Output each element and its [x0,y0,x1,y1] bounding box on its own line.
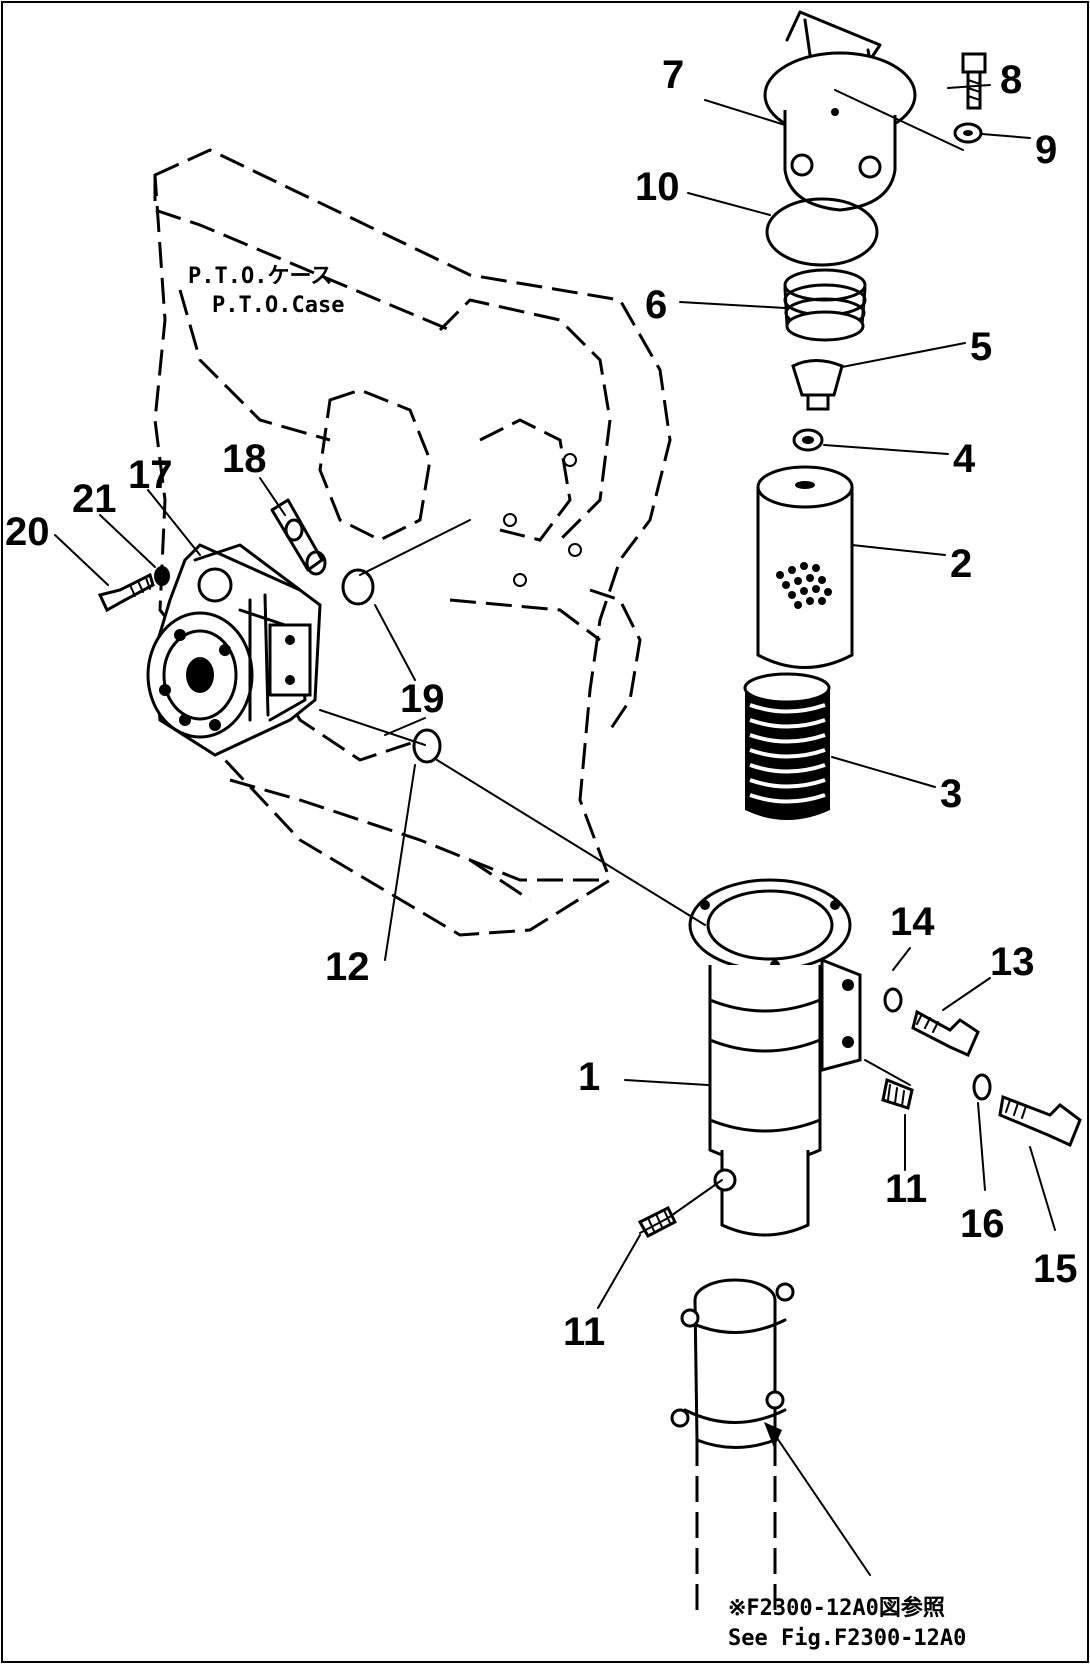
case-label-ja: P.T.O.ケース [188,264,332,289]
part-number-17: 17 [128,453,173,497]
part-number-13: 13 [990,940,1035,984]
part-number-15: 15 [1033,1247,1078,1291]
washer-4-hole [802,436,814,444]
part-number-12: 12 [325,945,370,989]
filter-case-1 [688,878,862,1237]
part-number-20: 20 [5,510,50,554]
hose-with-clamps [670,1278,795,1610]
leader-lines [54,84,1056,1576]
part-number-9: 9 [1035,128,1057,172]
washer-9-hole [963,130,973,136]
part-number-1: 1 [578,1055,600,1099]
part-number-21: 21 [72,477,117,521]
part-number-18: 18 [222,437,267,481]
part-number-16: 16 [960,1202,1005,1246]
part-number-5: 5 [970,325,992,369]
filter-cover-7 [763,10,964,212]
part-number-14: 14 [890,900,935,944]
o-ring-10 [765,197,879,267]
case-label-en: P.T.O.Case [212,293,344,318]
part-number-19: 19 [400,677,445,721]
bolt-8 [961,52,987,110]
washer-16 [972,1073,992,1101]
part-number-4: 4 [953,437,976,481]
o-ring-12 [412,728,442,764]
gasket-18 [270,498,327,576]
bolt-20 [97,572,155,613]
pto-case-housing [153,148,672,937]
spring-6 [783,268,867,342]
part-number-11-left: 11 [563,1310,605,1354]
bolt-15 [998,1094,1082,1148]
filter-element-2 [756,465,854,669]
o-ring-19 [341,568,375,606]
strainer-3 [743,672,831,820]
part-number-2: 2 [950,542,972,586]
bolt-13 [911,1009,980,1057]
part-number-11-right: 11 [885,1167,927,1211]
reference-note-en: See Fig.F2300-12A0 [728,1626,966,1651]
part-number-7: 7 [662,53,684,97]
part-number-10: 10 [635,165,680,209]
plug-11-right [881,1077,914,1110]
valve-5 [791,359,844,411]
part-number-6: 6 [645,283,667,327]
washer-14 [883,987,903,1013]
washer-21 [154,566,170,586]
hydraulic-pump [146,543,322,757]
part-number-8: 8 [1000,58,1022,102]
reference-note-ja: ※F2300-12A0図参照 [728,1595,945,1621]
part-number-3: 3 [940,772,962,816]
